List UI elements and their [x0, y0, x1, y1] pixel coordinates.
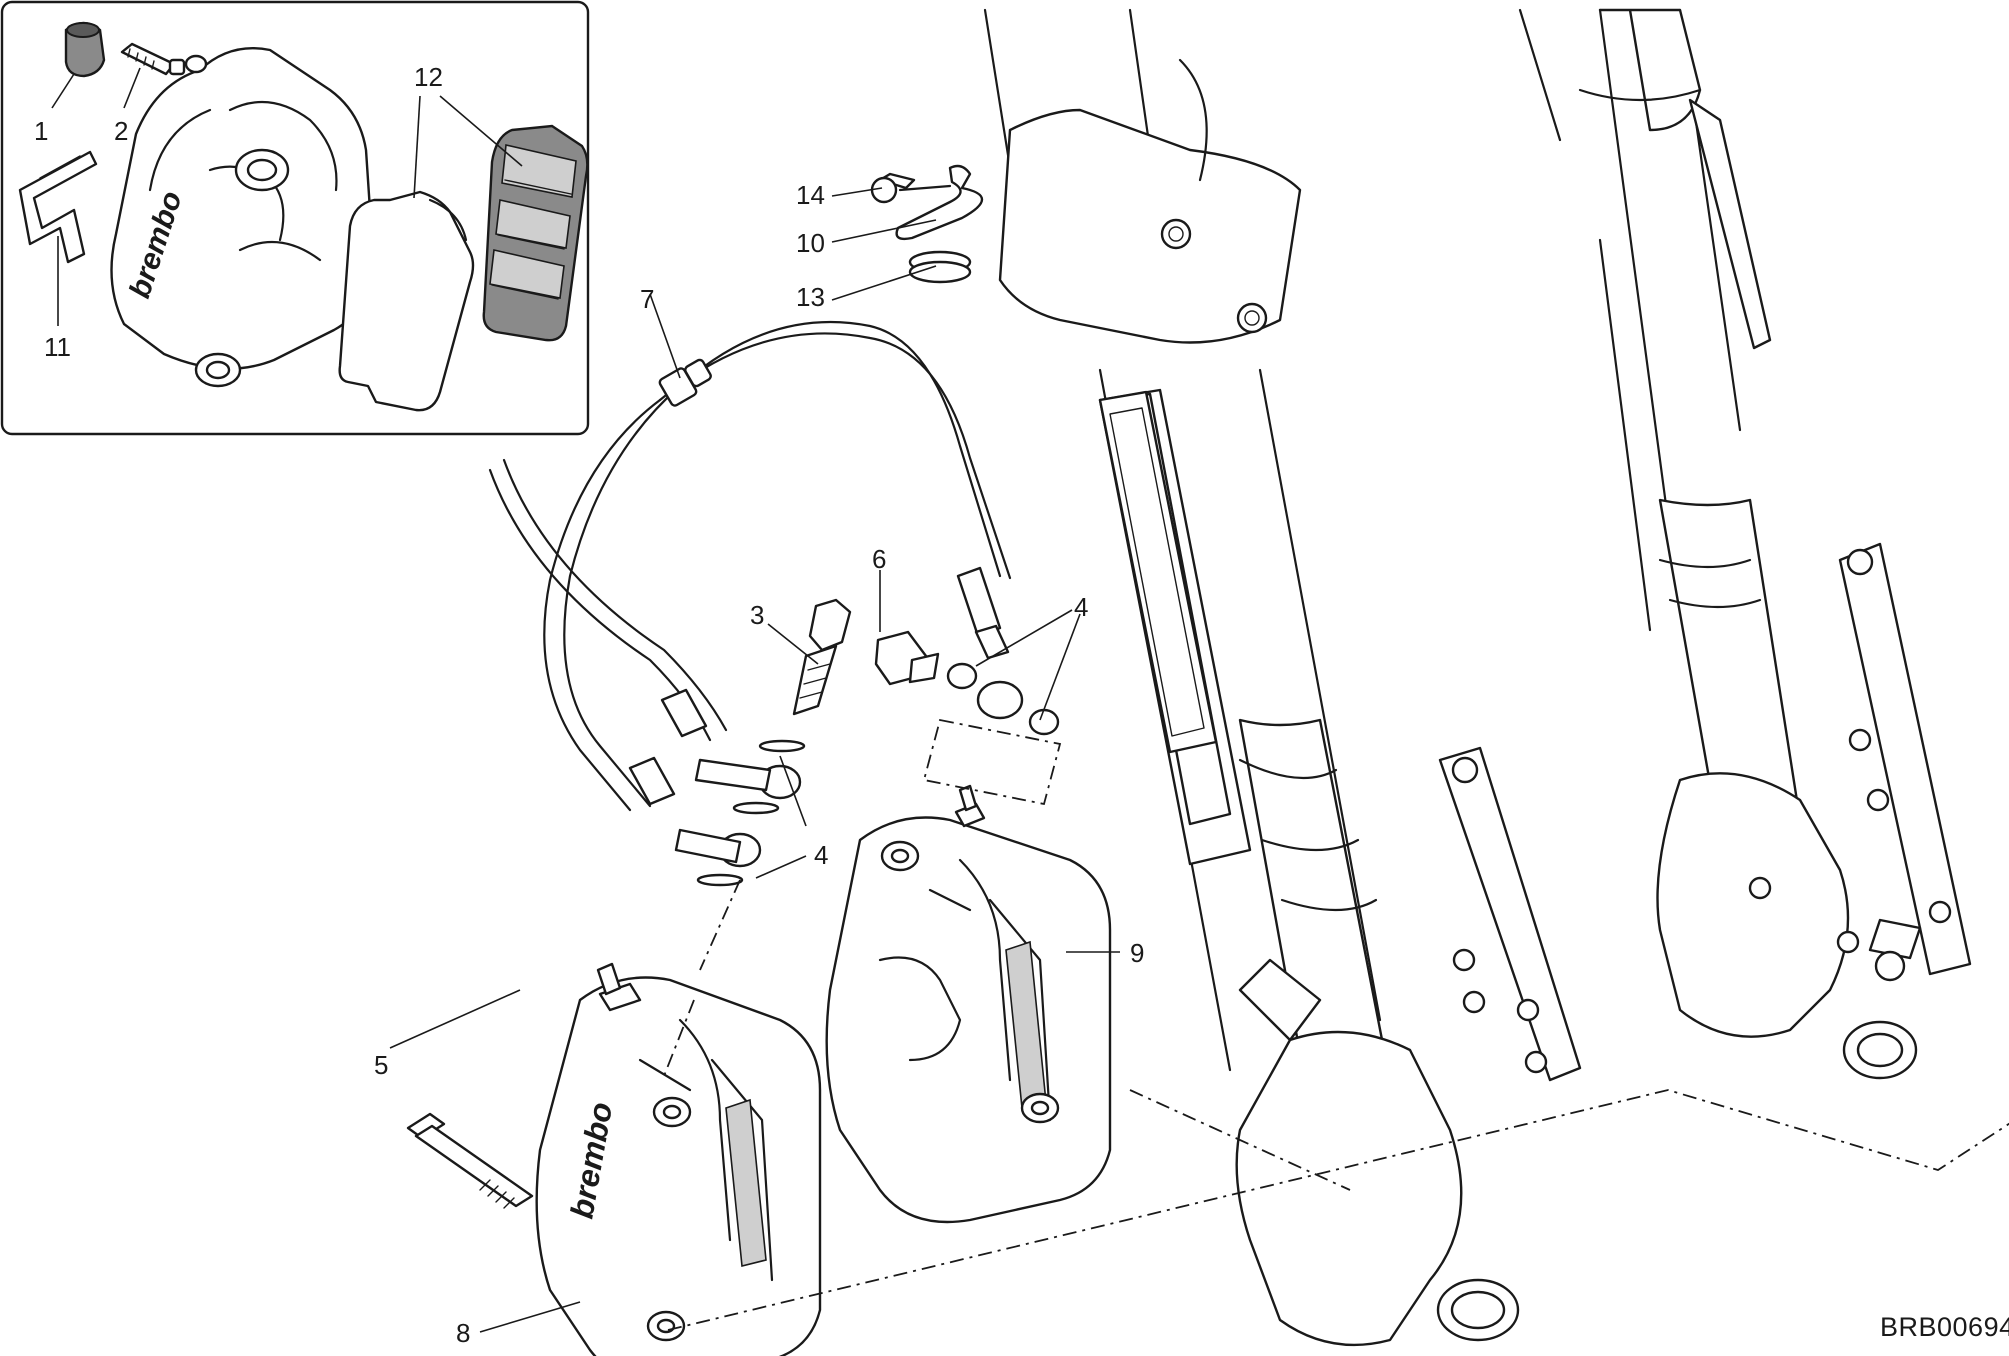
- callout-3: 3: [750, 600, 764, 630]
- brake-pads-part: [338, 124, 589, 412]
- caliper-left-part: brembo: [535, 962, 822, 1356]
- hose-bolt-part: [874, 630, 940, 686]
- callout-4-lower: 4: [814, 840, 828, 870]
- hose-guide-part: [870, 164, 983, 284]
- caliper-right-part: [825, 784, 1112, 1224]
- callout-4-upper: 4: [1074, 592, 1088, 622]
- callout-6: 6: [872, 544, 886, 574]
- pad-spring-part: [18, 150, 98, 264]
- right-fork-leg: [1518, 8, 1972, 1080]
- bleed-valve-part: [120, 42, 186, 76]
- brake-hose-assembly: [488, 164, 1060, 887]
- callout-2: 2: [114, 116, 128, 146]
- leader-lines: [51, 67, 1120, 1333]
- callout-5: 5: [374, 1050, 388, 1080]
- inset-kit-panel: brembo: [0, 0, 590, 436]
- callout-13: 13: [796, 282, 825, 312]
- callout-10: 10: [796, 228, 825, 258]
- callout-12: 12: [414, 62, 443, 92]
- assembly-lines: [663, 718, 2009, 1331]
- fork-assembly: [983, 8, 1972, 1347]
- bleed-cap-part: [64, 21, 106, 78]
- callout-11: 11: [44, 332, 71, 362]
- callout-9: 9: [1130, 938, 1144, 968]
- drawing-code: BRB00694: [1880, 1312, 2009, 1342]
- inset-caliper-body: brembo: [110, 47, 376, 388]
- callout-1: 1: [34, 116, 48, 146]
- reflector-bracket: [1098, 390, 1218, 754]
- caliper-bolt-part: [406, 1112, 534, 1209]
- callout-8: 8: [456, 1318, 470, 1348]
- banjo-bolt-part: [792, 598, 852, 716]
- callout-14: 14: [796, 180, 825, 210]
- callout-7: 7: [640, 284, 654, 314]
- callout-labels: 1 2 11 12 14 10 13 7 6 3 4 4 9 5 8: [34, 62, 1144, 1348]
